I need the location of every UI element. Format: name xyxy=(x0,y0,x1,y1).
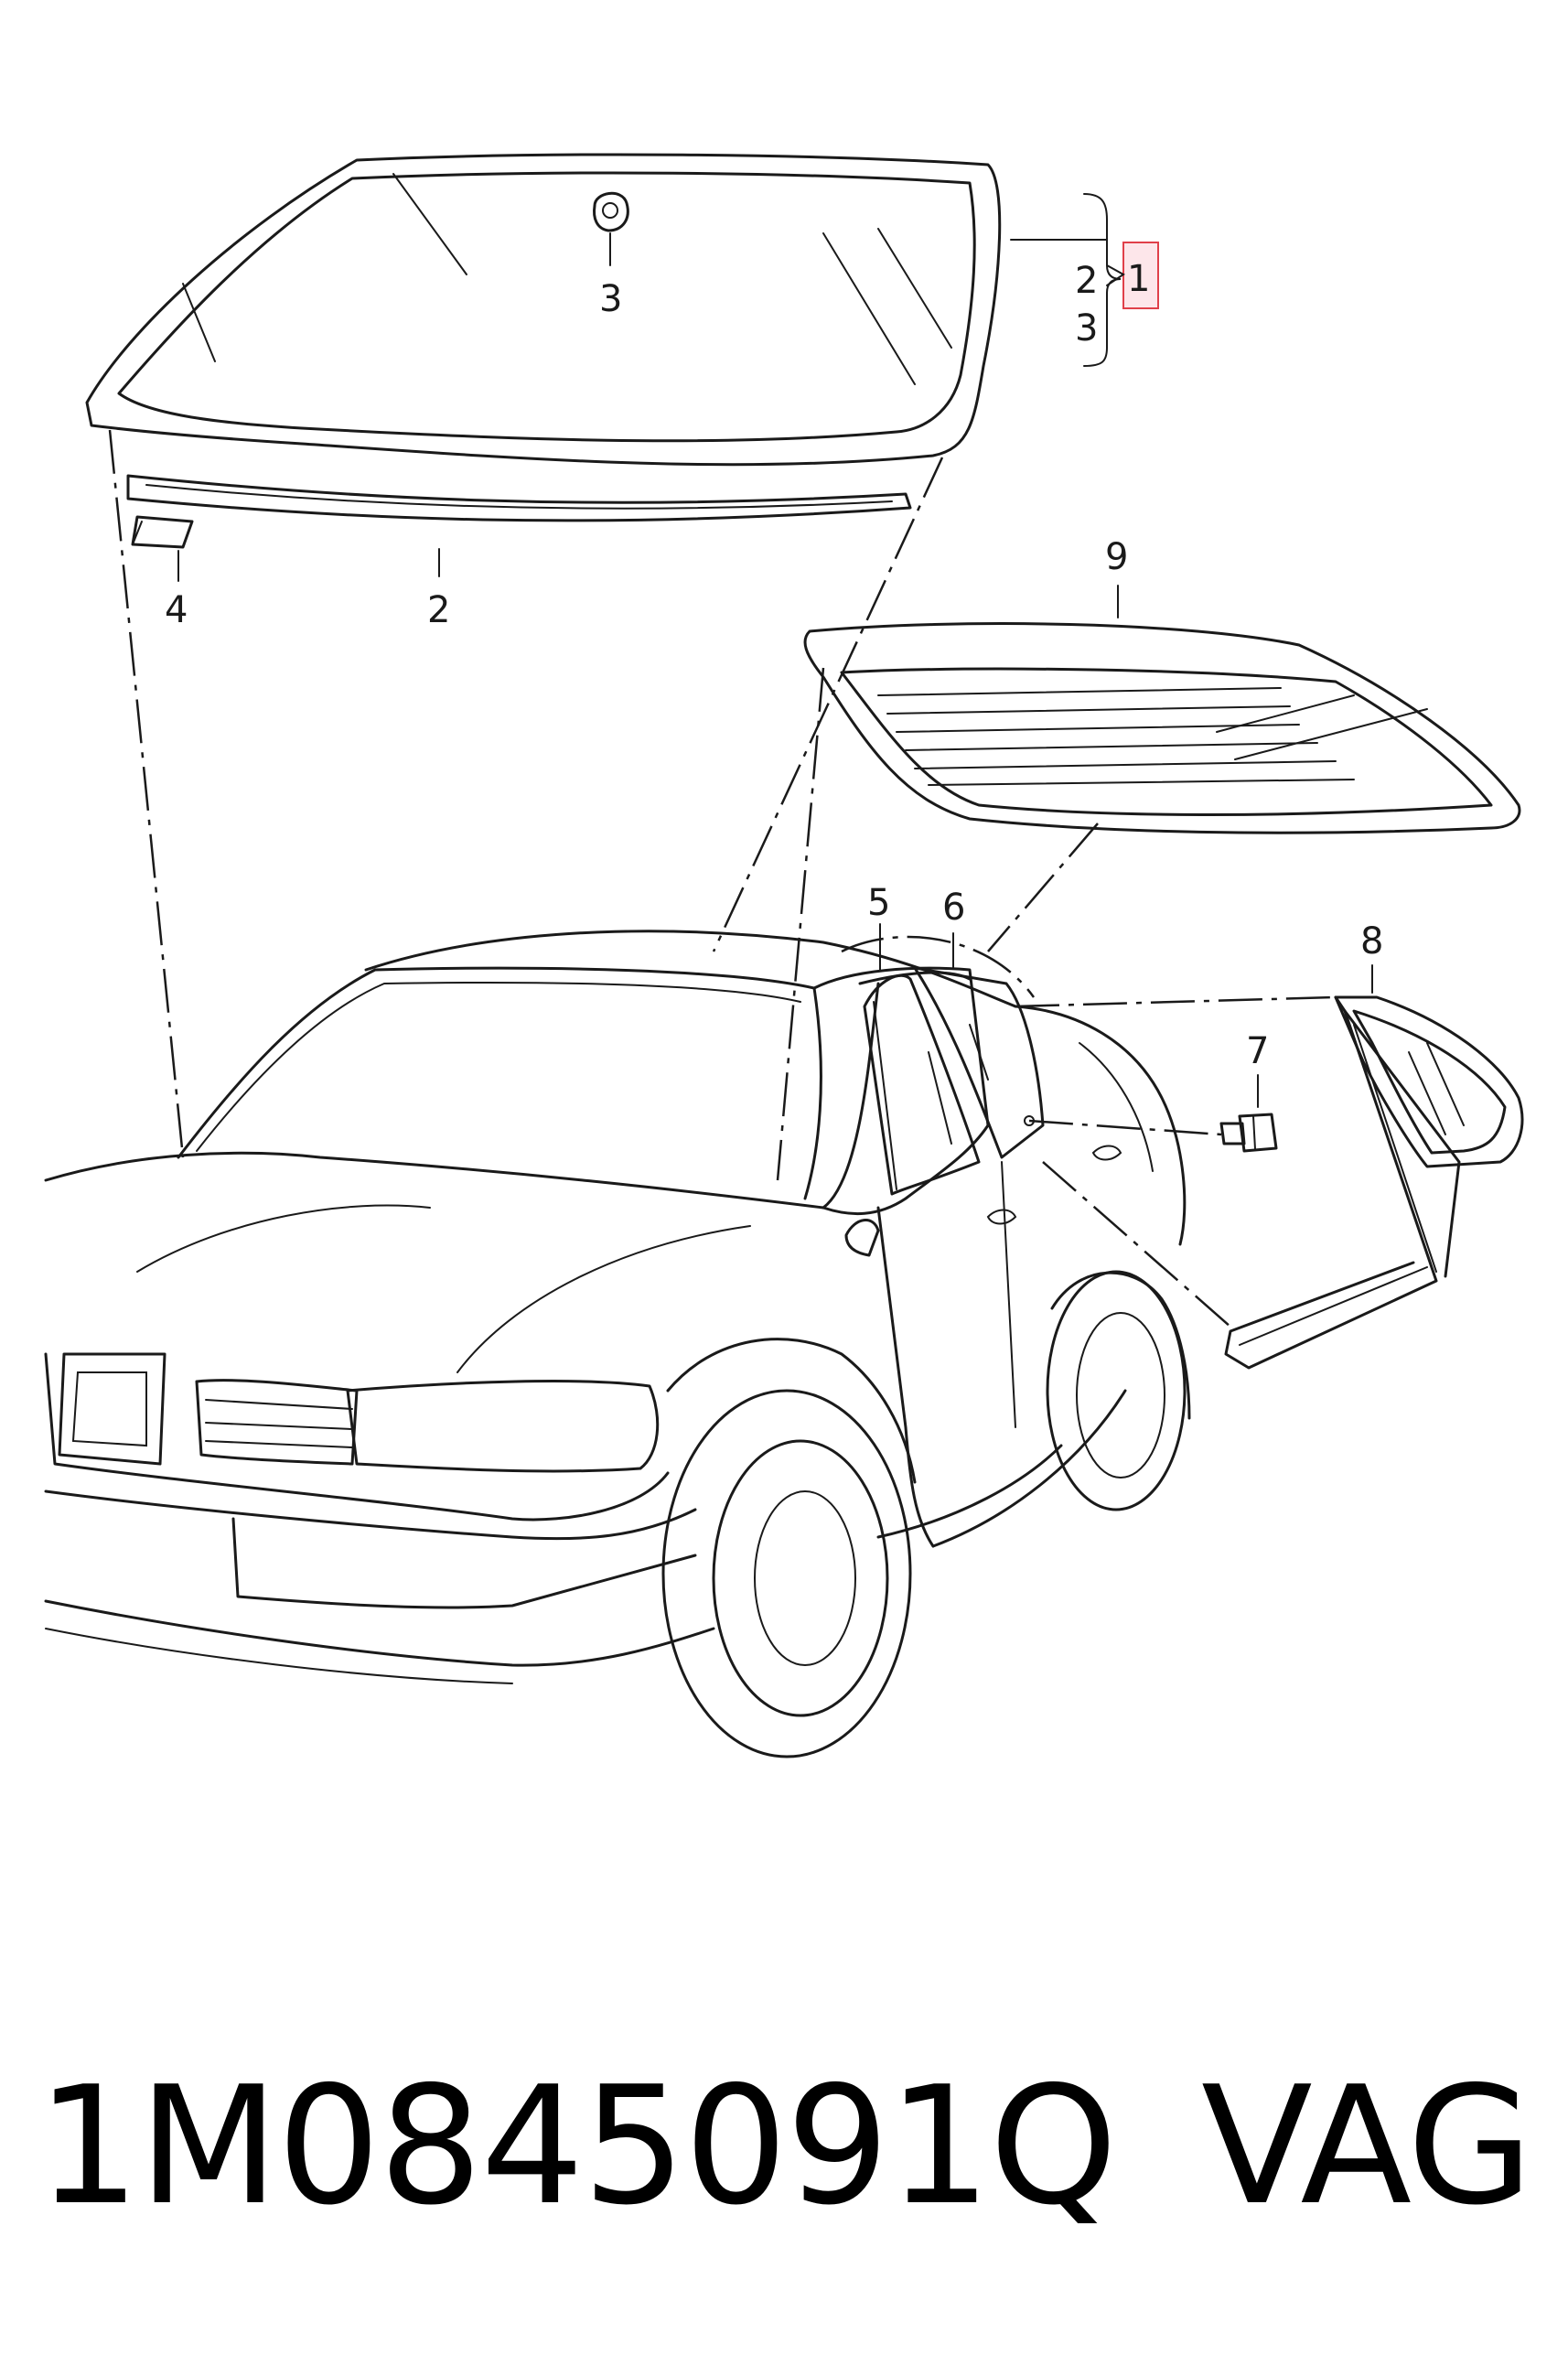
callout-2-bracket: 2 xyxy=(1075,260,1098,302)
rear-window-part[interactable] xyxy=(803,622,1521,834)
callout-3-mirror: 3 xyxy=(599,278,622,320)
windscreen-part[interactable] xyxy=(85,153,1002,467)
callout-7: 7 xyxy=(1246,1030,1269,1072)
callout-4: 4 xyxy=(165,589,188,631)
dash-windscreen-left xyxy=(108,429,185,1158)
car-body-outline xyxy=(44,930,1191,1758)
footer-caption: 1M0845091Q VAG xyxy=(37,2040,1533,2251)
dash-quarter-top xyxy=(1015,995,1337,1008)
mirror-mount-part[interactable] xyxy=(593,192,629,232)
callout-1-highlight xyxy=(1122,242,1159,309)
dash-quarter-bottom xyxy=(1042,1161,1231,1328)
callout-6: 6 xyxy=(942,887,965,929)
callout-2-moulding: 2 xyxy=(427,589,450,631)
part-number: 1M0845091Q xyxy=(37,2050,1118,2241)
quarter-window-part[interactable] xyxy=(1224,995,1524,1370)
brand-label: VAG xyxy=(1201,2050,1533,2241)
front-wheel xyxy=(661,1389,912,1758)
callout-bracket-group xyxy=(1010,193,1159,367)
dash-door-arc xyxy=(841,935,1036,998)
callout-1[interactable]: 1 xyxy=(1127,258,1150,300)
dash-rear-right xyxy=(987,823,1099,952)
heater-lines xyxy=(877,687,1428,786)
callout-9: 9 xyxy=(1105,536,1128,578)
dash-windscreen-right xyxy=(712,457,944,952)
callout-3-bracket: 3 xyxy=(1075,307,1098,349)
dash-rear-left xyxy=(776,667,825,1181)
callout-5: 5 xyxy=(867,882,890,924)
clip-part[interactable] xyxy=(131,515,194,549)
dash-clip xyxy=(1028,1119,1222,1136)
clip-hole xyxy=(1024,1115,1035,1126)
retaining-clip-part[interactable] xyxy=(1219,1113,1278,1153)
callout-8: 8 xyxy=(1360,920,1383,962)
moulding-strip-part[interactable] xyxy=(126,474,912,522)
